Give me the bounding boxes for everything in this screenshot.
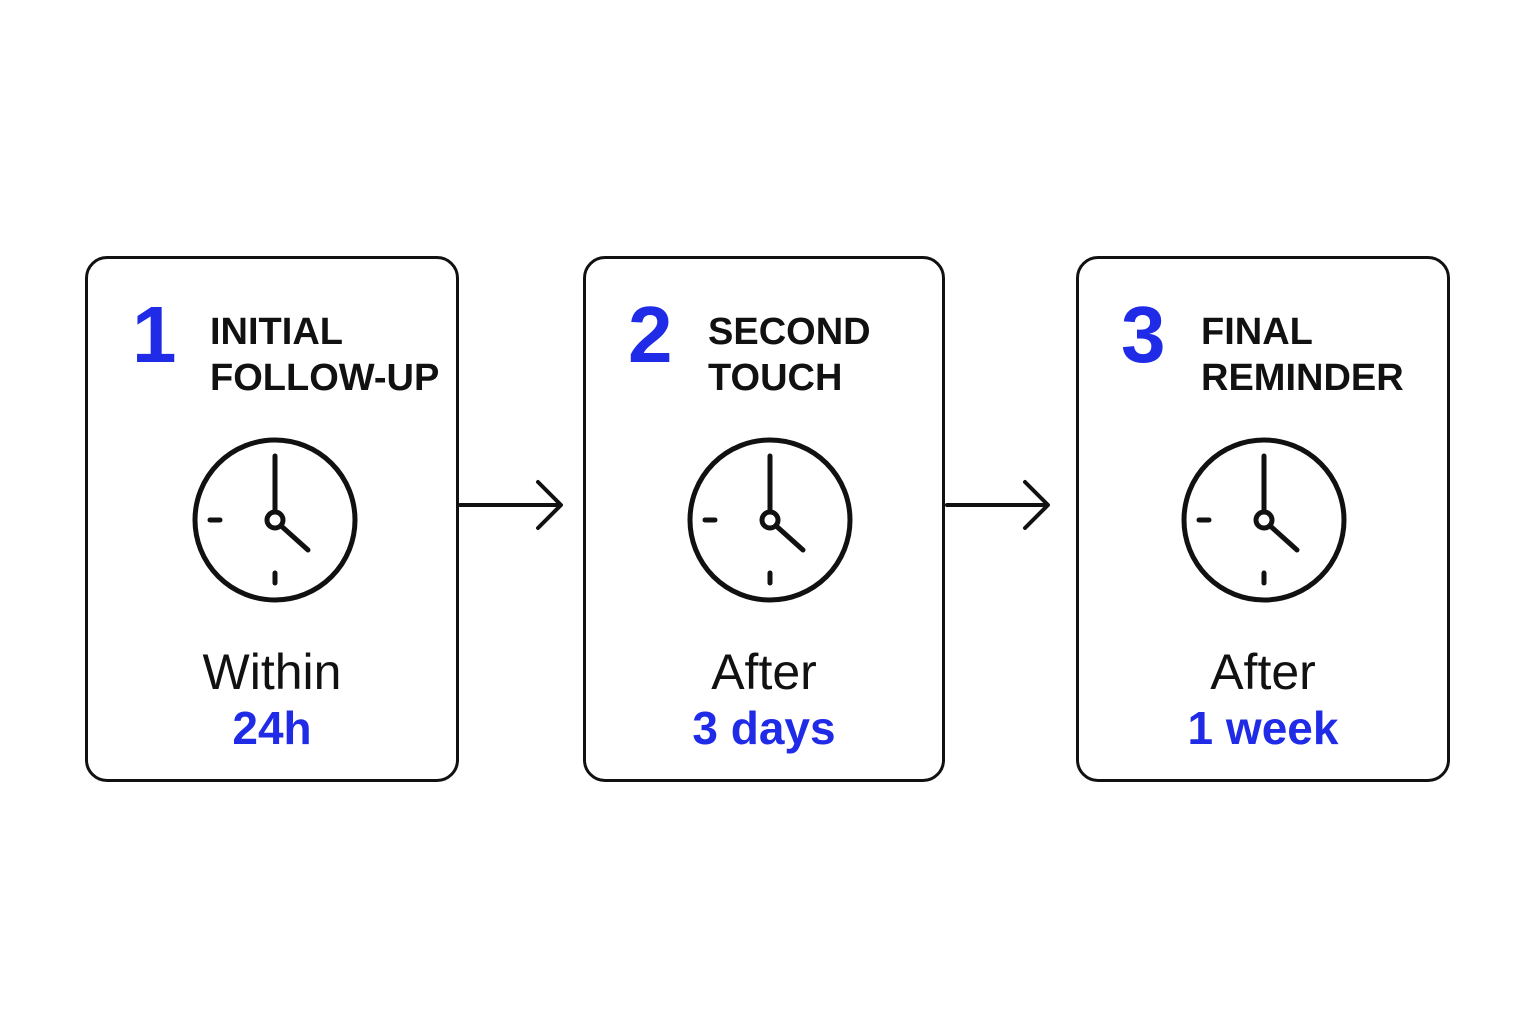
step-number: 3 (1121, 290, 1166, 379)
step-title: SECOND TOUCH (708, 309, 871, 401)
clock-icon (192, 437, 358, 603)
step-title: INITIAL FOLLOW-UP (210, 309, 439, 401)
step-title-line-1: INITIAL (210, 311, 343, 353)
arrow-right-icon (458, 480, 563, 530)
timing-value: 3 days (692, 702, 836, 754)
arrow-right-icon (945, 480, 1050, 530)
step-number: 1 (132, 290, 177, 379)
timing-label: After (1210, 644, 1316, 700)
timing-value: 1 week (1187, 702, 1339, 754)
timing-value: 24h (232, 702, 312, 754)
timing-label: Within (202, 644, 342, 700)
step-title-line-1: SECOND (708, 311, 871, 353)
step-number: 2 (628, 290, 673, 379)
step-card-3: 3 FINAL REMINDER After 1 week (1076, 256, 1450, 782)
step-title-line-2: REMINDER (1201, 357, 1404, 399)
timing-label: After (711, 644, 817, 700)
clock-icon (687, 437, 853, 603)
step-title: FINAL REMINDER (1201, 309, 1404, 401)
step-title-line-2: TOUCH (708, 357, 843, 399)
step-title-line-1: FINAL (1201, 311, 1313, 353)
step-card-1: 1 INITIAL FOLLOW-UP Within 24h (85, 256, 459, 782)
clock-icon (1181, 437, 1347, 603)
step-card-2: 2 SECOND TOUCH After 3 days (583, 256, 945, 782)
step-title-line-2: FOLLOW-UP (210, 357, 440, 399)
